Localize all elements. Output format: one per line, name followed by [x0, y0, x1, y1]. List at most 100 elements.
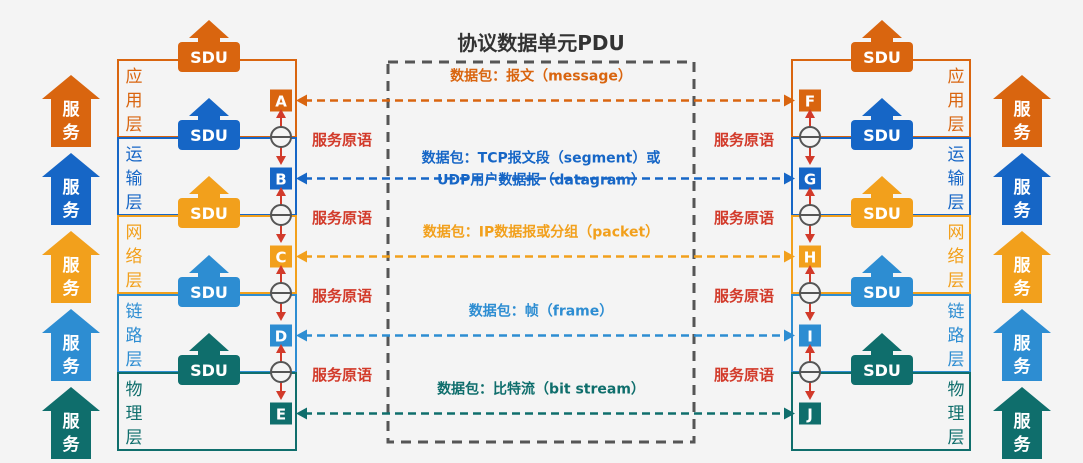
primitive-arrowhead-up-left-1 — [276, 187, 286, 196]
primitive-arrowhead-down-left-3 — [276, 391, 286, 400]
service-arrow-left-app — [42, 75, 100, 147]
service-label-left-network: 服 — [63, 256, 81, 276]
sdu-block-left-app — [178, 42, 240, 72]
packet-text-link: 数据包：帧（frame） — [469, 303, 614, 320]
primitive-arrowhead-up-right-0 — [805, 109, 815, 118]
primitive-arrowhead-up-left-0 — [276, 109, 286, 118]
service-label-left-link: 务 — [63, 356, 81, 377]
layer-name-left-physical: 层 — [126, 428, 143, 448]
primitive-arrowhead-up-right-1 — [805, 187, 815, 196]
node-J — [799, 402, 821, 425]
packet-text-transport: UDP用户数据报（datagram） — [437, 172, 645, 189]
layer-name-right-app: 应 — [948, 67, 965, 87]
service-label-right-transport: 务 — [1014, 200, 1032, 221]
layer-name-right-network: 层 — [948, 271, 965, 291]
layer-name-left-transport: 运 — [126, 145, 143, 165]
peer-arrowhead-left-app — [296, 94, 307, 107]
node-F — [799, 89, 821, 112]
layer-name-right-link: 路 — [948, 326, 965, 346]
sdu-arrow-left-app — [189, 20, 229, 44]
sdu-block-right-app — [851, 42, 913, 72]
sdu-label-right-transport: SDU — [863, 126, 901, 145]
service-label-left-transport: 务 — [63, 200, 81, 221]
sdu-arrow-right-link — [862, 255, 902, 279]
node-H — [799, 245, 821, 268]
service-arrow-right-physical — [993, 387, 1051, 459]
layer-name-right-app: 层 — [948, 115, 965, 135]
service-primitive-label-left-3: 服务原语 — [312, 366, 372, 384]
pdu-dashed-box — [386, 60, 696, 444]
node-A — [270, 89, 292, 112]
service-arrow-right-transport — [993, 153, 1051, 225]
node-C — [270, 245, 292, 268]
sdu-arrow-right-app — [862, 20, 902, 44]
service-arrow-right-link — [993, 309, 1051, 381]
layer-name-right-physical: 理 — [948, 404, 965, 424]
service-label-right-network: 务 — [1014, 278, 1032, 299]
layer-name-right-link: 链 — [948, 302, 965, 322]
primitive-arrowhead-down-left-1 — [276, 234, 286, 243]
sdu-label-left-physical: SDU — [190, 361, 228, 380]
layer-name-right-transport: 输 — [948, 169, 965, 189]
layer-name-left-network: 络 — [126, 247, 143, 267]
layer-name-left-link: 路 — [126, 326, 143, 346]
layer-name-left-link: 链 — [126, 302, 143, 322]
node-B — [270, 167, 292, 190]
node-D — [270, 324, 292, 347]
node-E — [270, 402, 292, 425]
peer-arrowhead-left-link — [296, 329, 307, 342]
primitive-arrowhead-down-left-0 — [276, 156, 286, 165]
layer-name-left-network: 网 — [126, 223, 143, 243]
service-label-left-app: 服 — [63, 100, 81, 120]
sdu-block-left-physical — [178, 355, 240, 385]
service-label-right-physical: 务 — [1014, 434, 1032, 455]
peer-arrowhead-left-transport — [296, 172, 307, 185]
peer-arrowhead-left-network — [296, 250, 307, 263]
sdu-label-left-network: SDU — [190, 204, 228, 223]
node-label-D: D — [275, 328, 287, 346]
sdu-block-left-transport — [178, 120, 240, 150]
sdu-label-right-physical: SDU — [863, 361, 901, 380]
node-label-G: G — [804, 171, 816, 189]
layer-name-right-network: 络 — [948, 247, 965, 267]
service-primitive-label-right-1: 服务原语 — [714, 209, 774, 227]
service-primitive-label-left-1: 服务原语 — [312, 209, 372, 227]
node-label-E: E — [276, 406, 286, 424]
sdu-arrow-left-transport — [189, 98, 229, 122]
sdu-label-right-app: SDU — [863, 48, 901, 67]
primitive-arrowhead-down-left-2 — [276, 312, 286, 321]
primitive-arrowhead-up-left-2 — [276, 265, 286, 274]
service-primitive-label-left-0: 服务原语 — [312, 131, 372, 149]
service-label-right-app: 服 — [1014, 100, 1032, 120]
sdu-block-right-link — [851, 277, 913, 307]
service-label-left-link: 服 — [63, 334, 81, 354]
service-primitive-label-right-2: 服务原语 — [714, 287, 774, 305]
sdu-label-left-transport: SDU — [190, 126, 228, 145]
layer-name-left-transport: 层 — [126, 193, 143, 213]
layer-name-left-physical: 物 — [126, 380, 143, 400]
service-arrow-left-link — [42, 309, 100, 381]
peer-arrowhead-right-physical — [784, 407, 795, 420]
layer-name-left-physical: 理 — [126, 404, 143, 424]
primitive-arrowhead-down-right-1 — [805, 234, 815, 243]
layer-name-right-network: 网 — [948, 223, 965, 243]
sdu-label-left-app: SDU — [190, 48, 228, 67]
sdu-arrow-right-transport — [862, 98, 902, 122]
layer-name-right-transport: 层 — [948, 193, 965, 213]
layer-name-right-app: 用 — [948, 91, 965, 111]
layer-name-left-link: 层 — [126, 350, 143, 370]
service-arrow-left-physical — [42, 387, 100, 459]
sdu-arrow-right-network — [862, 176, 902, 200]
service-primitive-label-left-2: 服务原语 — [312, 287, 372, 305]
service-label-left-physical: 服 — [63, 412, 81, 432]
peer-arrowhead-right-network — [784, 250, 795, 263]
service-primitive-label-right-3: 服务原语 — [714, 366, 774, 384]
sdu-arrow-left-network — [189, 176, 229, 200]
layer-name-left-app: 应 — [126, 67, 143, 87]
sdu-block-left-link — [178, 277, 240, 307]
node-label-I: I — [807, 328, 813, 346]
peer-arrowhead-left-physical — [296, 407, 307, 420]
primitive-arrowhead-up-right-3 — [805, 344, 815, 353]
packet-text-physical: 数据包：比特流（bit stream） — [437, 381, 645, 398]
service-label-left-network: 务 — [63, 278, 81, 299]
